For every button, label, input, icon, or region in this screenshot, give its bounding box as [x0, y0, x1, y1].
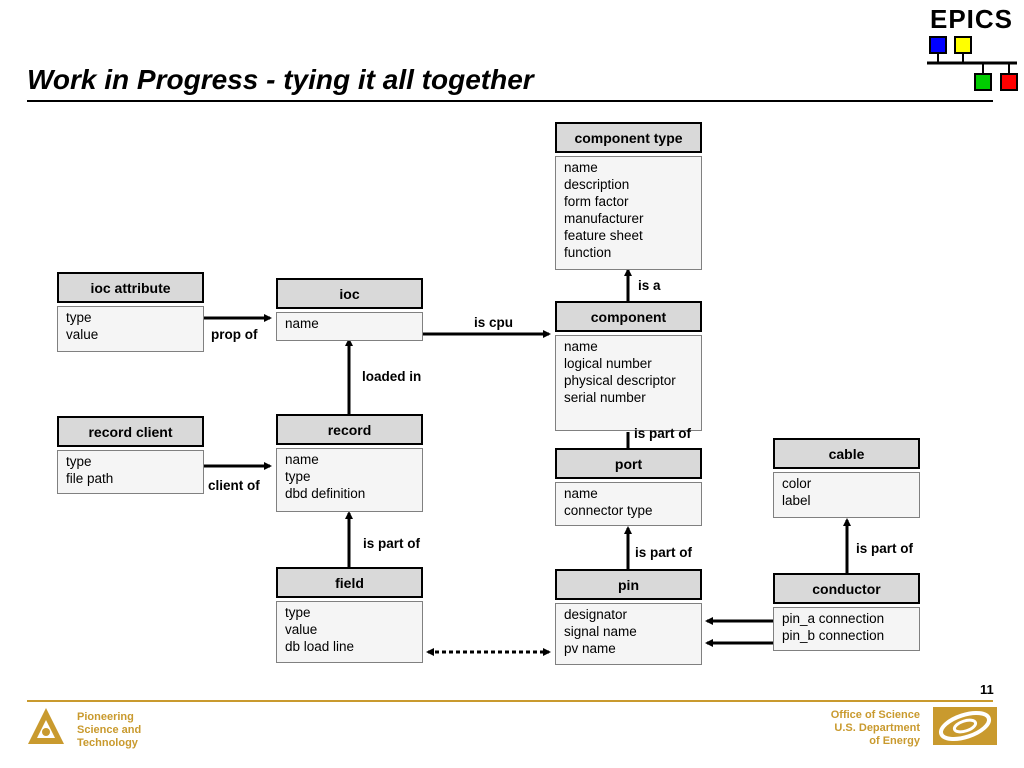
attr-physical-descriptor: physical descriptor [564, 373, 676, 388]
entity-record-client: record client type file path [57, 416, 204, 494]
attr-file-path: file path [66, 471, 114, 486]
entity-ioc-attribute: ioc attribute type value [57, 272, 204, 352]
label-is-cpu: is cpu [474, 315, 514, 330]
attr-label: label [782, 493, 811, 508]
footer-divider [27, 700, 993, 702]
attr-type: type [66, 310, 92, 325]
entity-attributes: designator signal name pv name [555, 603, 702, 665]
attr-name: name [285, 316, 319, 331]
attr-designator: designator [564, 607, 628, 622]
attr-pin-a-connection: pin_a connection [782, 611, 885, 626]
label-is-part-of-port: is part of [634, 426, 692, 441]
attr-color: color [782, 476, 812, 491]
entity-attributes: type value [57, 306, 204, 352]
argonne-logo-icon [28, 708, 64, 744]
attr-form-factor: form factor [564, 194, 629, 209]
attr-type: type [66, 454, 92, 469]
footer-left-text: Pioneering Science and Technology [77, 711, 141, 750]
attr-feature-sheet: feature sheet [564, 228, 643, 243]
footer-right-line: of Energy [869, 735, 920, 747]
entity-attributes: name [276, 312, 423, 341]
entity-field: field type value db load line [276, 567, 423, 663]
footer-left-line: Science and [77, 724, 142, 736]
footer-left-line: Pioneering [77, 711, 134, 723]
attr-function: function [564, 245, 612, 260]
entity-attributes: type value db load line [276, 601, 423, 663]
attr-name: name [285, 452, 319, 467]
attr-name: name [564, 339, 598, 354]
entity-component: component name logical number physical d… [555, 301, 702, 431]
label-client-of: client of [208, 478, 260, 493]
entity-attributes: name connector type [555, 482, 702, 526]
footer-right-text: Office of Science U.S. Department of Ene… [831, 709, 920, 748]
entity-attributes: pin_a connection pin_b connection [773, 607, 920, 651]
entity-component-type: component type name description form fac… [555, 122, 702, 270]
entity-header: component type [555, 122, 702, 153]
entity-pin: pin designator signal name pv name [555, 569, 702, 665]
attr-name: name [564, 486, 598, 501]
entity-header: pin [555, 569, 702, 600]
entity-ioc: ioc name [276, 278, 423, 341]
slide-title: Work in Progress - tying it all together [27, 64, 534, 95]
entity-conductor: conductor pin_a connection pin_b connect… [773, 573, 920, 651]
title-divider [27, 100, 993, 102]
entity-header: conductor [773, 573, 920, 604]
attr-type: type [285, 605, 311, 620]
footer-left-line: Technology [77, 737, 138, 749]
attr-manufacturer: manufacturer [564, 211, 644, 226]
entity-header: record client [57, 416, 204, 447]
doe-logo-icon [933, 707, 997, 745]
attr-value: value [66, 327, 99, 342]
label-is-a: is a [638, 278, 661, 293]
attr-type: type [285, 469, 311, 484]
label-is-part-of-cable: is part of [856, 541, 914, 556]
attr-dbd-definition: dbd definition [285, 486, 366, 501]
entity-header: ioc attribute [57, 272, 204, 303]
footer-right-line: Office of Science [830, 709, 920, 721]
attr-db-load-line: db load line [285, 639, 355, 654]
attr-pin-b-connection: pin_b connection [782, 628, 885, 643]
entity-header: record [276, 414, 423, 445]
entity-attributes: name type dbd definition [276, 448, 423, 512]
entity-attributes: type file path [57, 450, 204, 494]
attr-pv-name: pv name [564, 641, 616, 656]
entity-header: component [555, 301, 702, 332]
attr-signal-name: signal name [564, 624, 637, 639]
entity-attributes: name description form factor manufacture… [555, 156, 702, 270]
entity-record: record name type dbd definition [276, 414, 423, 512]
entity-port: port name connector type [555, 448, 702, 526]
attr-value: value [285, 622, 318, 637]
attr-name: name [564, 160, 598, 175]
label-is-part-of-record: is part of [363, 536, 421, 551]
attr-connector-type: connector type [564, 503, 653, 518]
entity-cable: cable color label [773, 438, 920, 518]
footer-right-line: U.S. Department [834, 722, 920, 734]
entity-header: field [276, 567, 423, 598]
attr-logical-number: logical number [564, 356, 652, 371]
entity-header: ioc [276, 278, 423, 309]
epics-network-logo [927, 36, 1018, 91]
entity-attributes: color label [773, 472, 920, 518]
label-is-part-of-pin: is part of [635, 545, 693, 560]
attr-description: description [564, 177, 630, 192]
epics-logo-text: EPICS [930, 4, 1014, 34]
entity-header: port [555, 448, 702, 479]
label-loaded-in: loaded in [362, 369, 422, 384]
attr-serial-number: serial number [564, 390, 646, 405]
label-prop-of: prop of [211, 327, 258, 342]
entity-header: cable [773, 438, 920, 469]
entity-attributes: name logical number physical descriptor … [555, 335, 702, 431]
page-number: 11 [980, 682, 994, 697]
